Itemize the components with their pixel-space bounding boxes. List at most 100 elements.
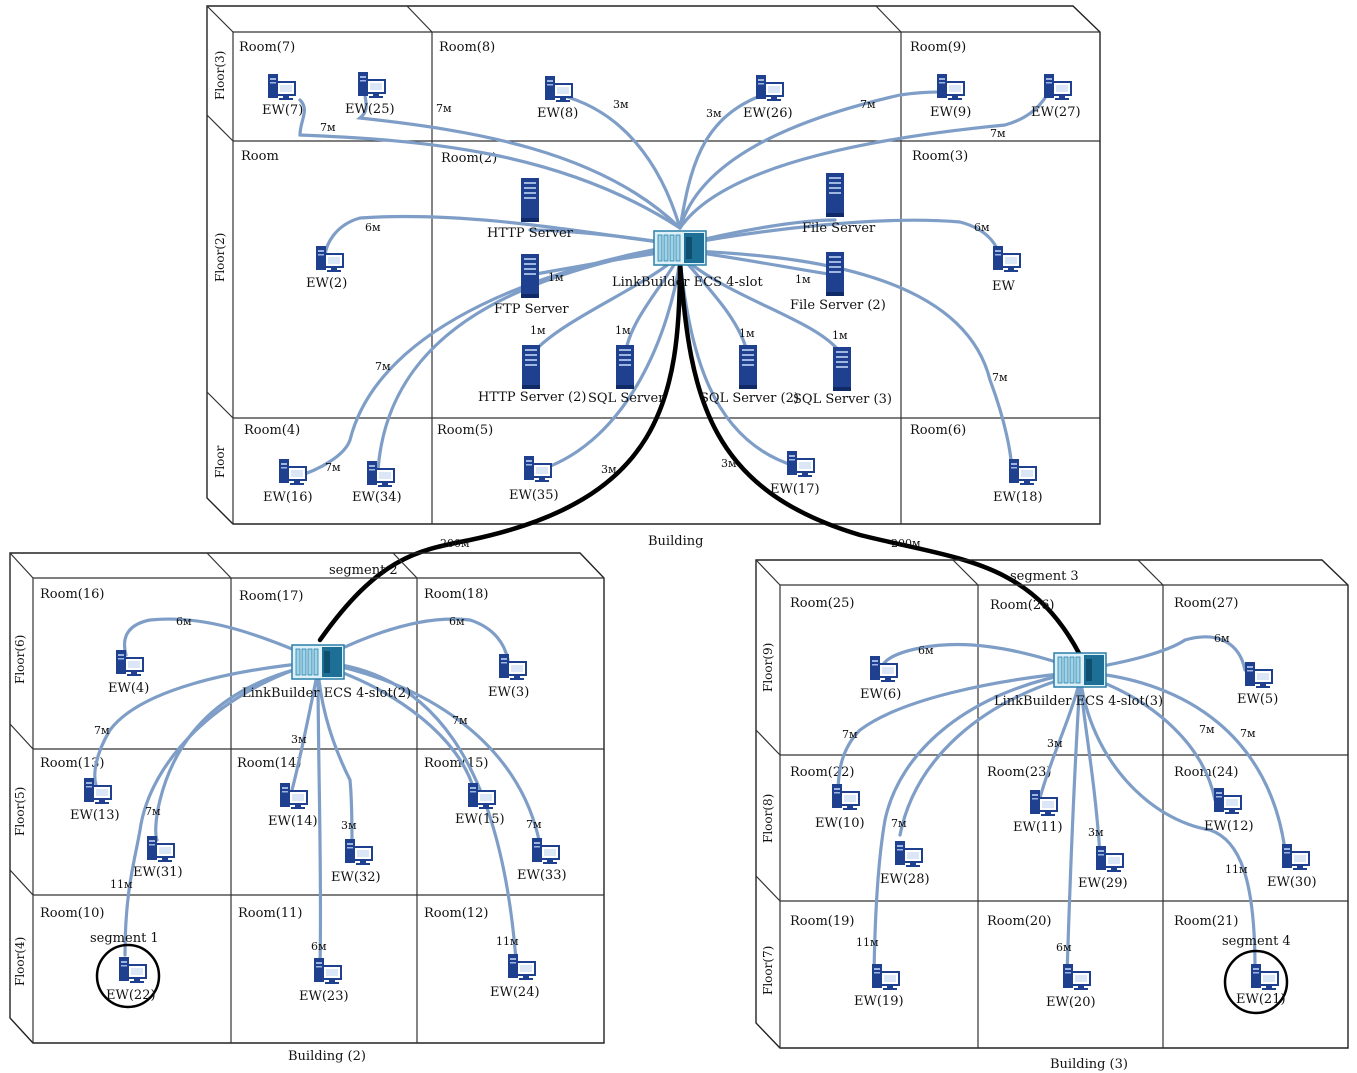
- workstation-label: EW(26): [743, 106, 793, 121]
- room-label: Room(22): [790, 765, 854, 780]
- workstation-icon[interactable]: [1244, 661, 1273, 689]
- workstation-icon[interactable]: [1029, 789, 1058, 817]
- workstation-icon[interactable]: [786, 450, 815, 478]
- workstation-icon[interactable]: [315, 245, 344, 273]
- workstation-icon[interactable]: [936, 73, 965, 101]
- workstation-icon[interactable]: [118, 956, 147, 984]
- room-label: Room(11): [238, 906, 302, 921]
- workstation-label: EW(32): [331, 870, 381, 885]
- workstation-icon[interactable]: [467, 782, 496, 810]
- room-label: Room(3): [912, 149, 968, 164]
- cable-length: 1м: [795, 273, 811, 286]
- workstation-icon[interactable]: [1008, 458, 1037, 486]
- workstation-label: EW(18): [993, 490, 1043, 505]
- room-label: Room(15): [424, 756, 488, 771]
- switch-label: LinkBuilder ECS 4-slot(3): [994, 694, 1163, 709]
- segment-label: segment 1: [90, 931, 159, 946]
- room-label: Room(16): [40, 587, 104, 602]
- workstation-icon[interactable]: [507, 953, 536, 981]
- room-label: Room(27): [1174, 596, 1238, 611]
- cable-length: 11м: [1225, 863, 1248, 876]
- building-3: Floor(9) Floor(8) Floor(7) Room(25) Room…: [755, 559, 1349, 1072]
- room-label: Room: [241, 149, 279, 164]
- floor-label: Floor(4): [13, 937, 27, 986]
- trunk-cable-length: 200м: [440, 537, 470, 550]
- workstation-icon[interactable]: [523, 455, 552, 483]
- segment-label: segment 2: [329, 563, 398, 578]
- workstation-label: EW(29): [1078, 876, 1128, 891]
- workstation-label: EW(17): [770, 482, 820, 497]
- building-2: Floor(6) Floor(5) Floor(4) Room(16) Room…: [9, 552, 605, 1064]
- switch-icon[interactable]: [291, 644, 345, 680]
- workstation-icon[interactable]: [344, 838, 373, 866]
- server-icon[interactable]: [833, 347, 851, 391]
- workstation-icon[interactable]: [1213, 787, 1242, 815]
- workstation-label: EW(6): [860, 687, 901, 702]
- cable-length: 6м: [918, 644, 934, 657]
- workstation-icon[interactable]: [831, 783, 860, 811]
- workstation-label: EW(16): [263, 490, 313, 505]
- cable-length: 7м: [842, 728, 858, 741]
- workstation-icon[interactable]: [1062, 963, 1091, 991]
- cable-length: 7м: [1199, 723, 1215, 736]
- workstation-icon[interactable]: [1095, 845, 1124, 873]
- server-icon[interactable]: [739, 345, 757, 389]
- floor-label: Floor(5): [13, 787, 27, 836]
- workstation-label: EW(20): [1046, 995, 1096, 1010]
- cable-length: 3м: [721, 457, 737, 470]
- room-label: Room(9): [910, 40, 966, 55]
- workstation-icon[interactable]: [115, 649, 144, 677]
- cable-length: 3м: [706, 107, 722, 120]
- workstation-label: EW(12): [1204, 819, 1254, 834]
- workstation-icon[interactable]: [267, 73, 296, 101]
- switch-icon[interactable]: [1053, 652, 1107, 688]
- segment-highlight-circle: [95, 943, 161, 1009]
- workstation-label: EW(28): [880, 872, 930, 887]
- cable-length: 7м: [992, 371, 1008, 384]
- server-label: File Server (2): [790, 298, 886, 313]
- building-label: Building (3): [1050, 1057, 1128, 1072]
- cable-length: 3м: [341, 819, 357, 832]
- trunk-cable-length: 200м: [891, 537, 921, 550]
- server-icon[interactable]: [616, 345, 634, 389]
- workstation-label: EW(24): [490, 985, 540, 1000]
- workstation-icon[interactable]: [83, 777, 112, 805]
- workstation-icon[interactable]: [357, 71, 386, 99]
- workstation-icon[interactable]: [1281, 843, 1310, 871]
- workstation-label: EW(27): [1031, 105, 1081, 120]
- server-icon[interactable]: [522, 345, 540, 389]
- workstation-icon[interactable]: [498, 653, 527, 681]
- workstation-icon[interactable]: [366, 460, 395, 488]
- cable-length: 7м: [860, 98, 876, 111]
- server-icon[interactable]: [521, 254, 539, 298]
- workstation-icon[interactable]: [146, 835, 175, 863]
- room-label: Room(8): [439, 40, 495, 55]
- workstation-icon[interactable]: [313, 957, 342, 985]
- workstation-icon[interactable]: [531, 837, 560, 865]
- workstation-icon[interactable]: [278, 458, 307, 486]
- workstation-label: EW: [992, 279, 1015, 294]
- cables-building-2: [93, 617, 542, 967]
- server-icon[interactable]: [521, 178, 539, 222]
- server-label: SQL Server: [588, 391, 665, 406]
- workstation-icon[interactable]: [894, 840, 923, 868]
- workstation-label: EW(9): [930, 105, 971, 120]
- workstation-icon[interactable]: [1250, 963, 1279, 991]
- switch-icon[interactable]: [653, 230, 707, 266]
- room-label: Room(20): [987, 914, 1051, 929]
- workstation-icon[interactable]: [869, 655, 898, 683]
- workstation-icon[interactable]: [1043, 73, 1072, 101]
- cable-length: 7м: [375, 360, 391, 373]
- cable-length: 3м: [1088, 826, 1104, 839]
- server-label: HTTP Server (2): [478, 390, 586, 405]
- server-icon[interactable]: [826, 173, 844, 217]
- workstation-label: EW(13): [70, 808, 120, 823]
- floor-label: Floor(2): [213, 233, 227, 282]
- workstation-icon[interactable]: [992, 245, 1021, 273]
- cable-length: 7м: [452, 714, 468, 727]
- workstation-icon[interactable]: [755, 74, 784, 102]
- cable-length: 6м: [311, 940, 327, 953]
- cable-length: 6м: [974, 221, 990, 234]
- workstation-icon[interactable]: [871, 963, 900, 991]
- server-icon[interactable]: [826, 252, 844, 296]
